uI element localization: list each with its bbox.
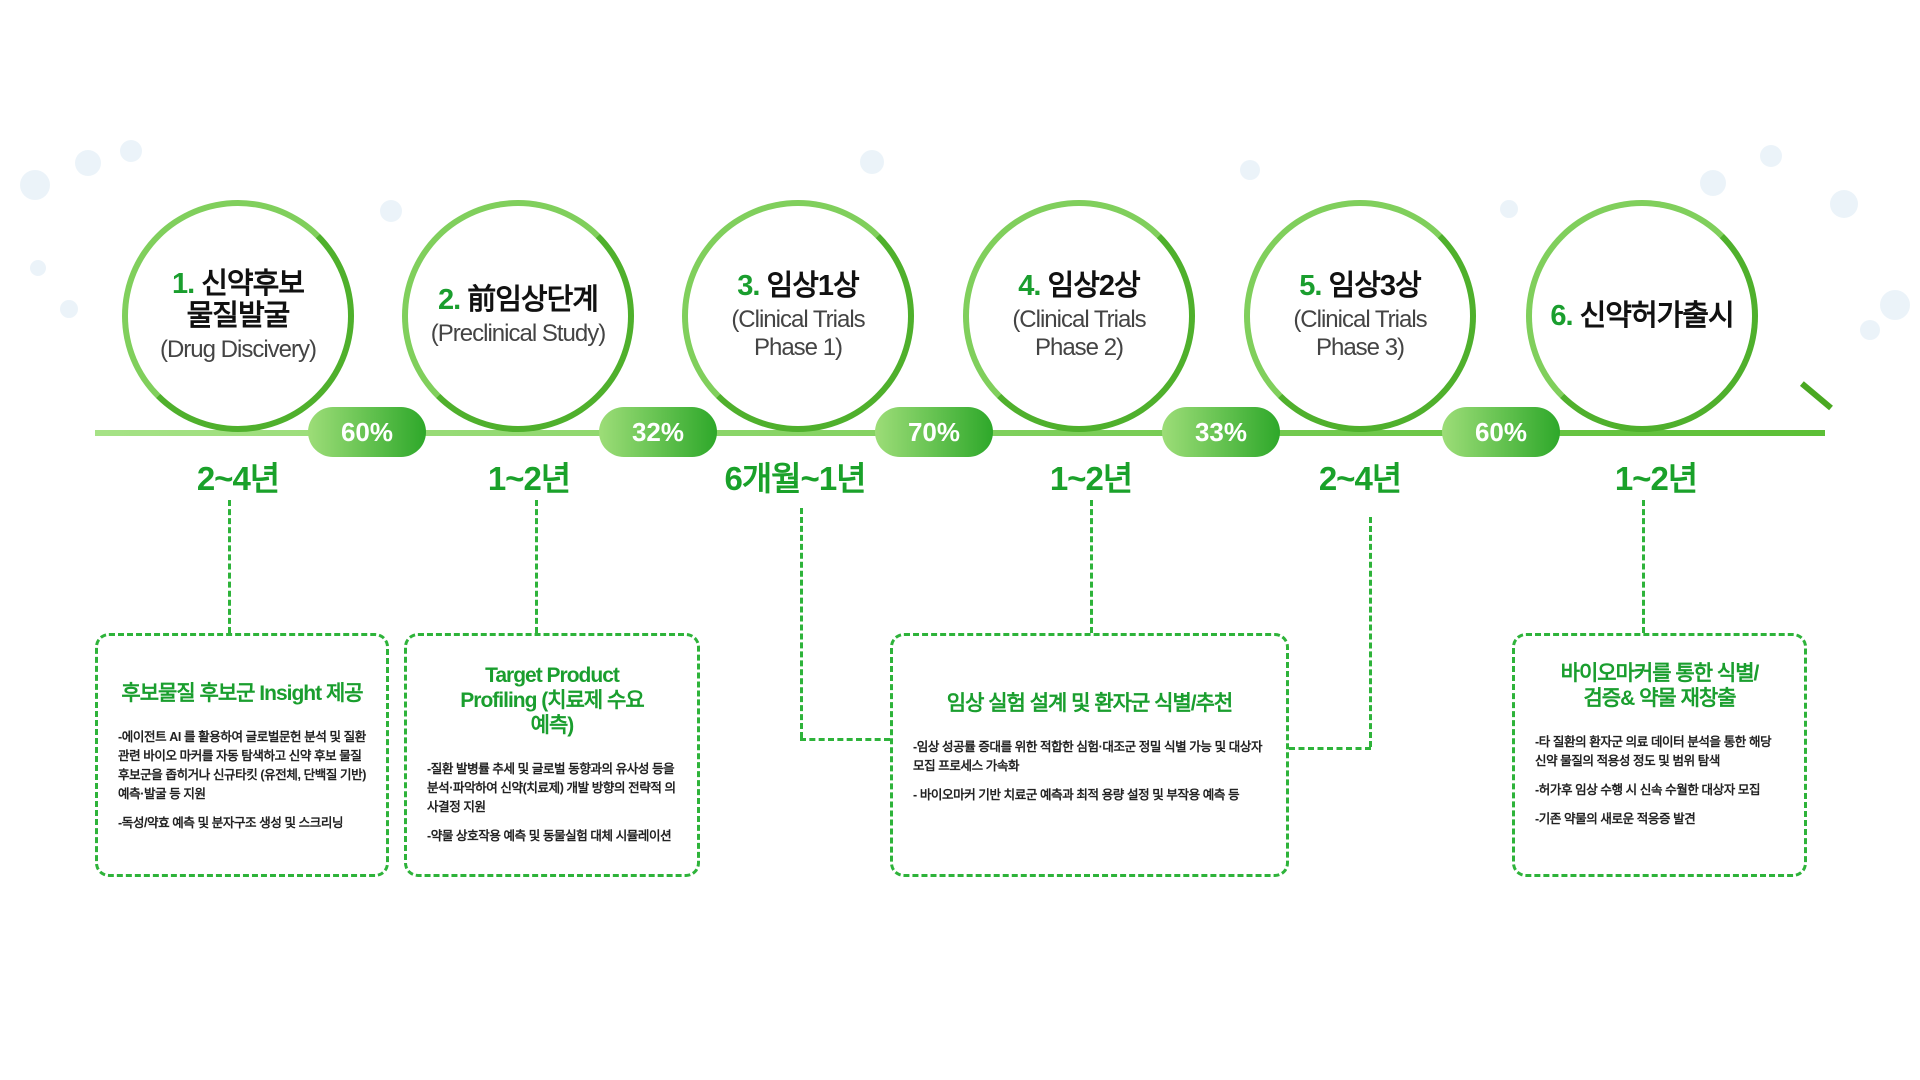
dna-dot — [30, 260, 46, 276]
box-item: -약물 상호작용 예측 및 동물실험 대체 시뮬레이션 — [427, 829, 672, 843]
dna-dot — [1760, 145, 1782, 167]
success-rate-pill: 32% — [599, 407, 717, 457]
stage-subtitle: (Preclinical Study) — [430, 320, 606, 347]
dna-dot — [1830, 190, 1858, 218]
stage-title: 6. 신약허가출시 — [1550, 300, 1735, 332]
dna-dot — [1500, 200, 1518, 218]
dashed-connector — [1642, 500, 1645, 633]
stage-name: 신약후보 물질발굴 — [186, 268, 305, 332]
stage-circle: 6. 신약허가출시 — [1526, 200, 1758, 432]
stage-name: 신약허가출시 — [1579, 300, 1735, 332]
stage-name: 임상3상 — [1328, 270, 1422, 302]
stage-title: 5. 임상3상 — [1299, 270, 1422, 302]
description-box: 임상 실험 설계 및 환자군 식별/추천 -임상 성공률 증대를 위한 적합한 심… — [890, 633, 1289, 877]
description-box: Target Product Profiling (치료제 수요 예측) -질환 … — [404, 633, 700, 877]
box-item: -타 질환의 환자군 의료 데이터 분석을 통한 해당 신약 물질의 적용성 정… — [1535, 735, 1772, 768]
dashed-connector — [800, 738, 890, 741]
stage-duration: 6개월~1년 — [724, 460, 866, 497]
dna-dot — [1860, 320, 1880, 340]
stage-title: 2. 前임상단계 — [438, 284, 599, 316]
dna-dot — [60, 300, 78, 318]
stage-duration: 1~2년 — [487, 460, 571, 497]
stage-subtitle: (Drug Discivery) — [159, 336, 317, 363]
stage-subtitle: (Clinical Trials Phase 1) — [731, 306, 865, 361]
stage-name: 前임상단계 — [467, 284, 599, 316]
dna-dot — [20, 170, 50, 200]
stage-title: 4. 임상2상 — [1018, 270, 1141, 302]
stage-circle: 2. 前임상단계 (Preclinical Study) — [402, 200, 634, 432]
box-item: - 바이오마커 기반 치료군 예측과 최적 용량 설정 및 부작용 예측 등 — [913, 788, 1240, 802]
stage-circle: 5. 임상3상 (Clinical Trials Phase 3) — [1244, 200, 1476, 432]
dashed-connector — [1289, 747, 1371, 750]
dna-dot — [1880, 290, 1910, 320]
box-title: 후보물질 후보군 Insight 제공 — [121, 682, 363, 705]
stage-number: 4. — [1018, 270, 1041, 302]
dashed-connector — [1090, 500, 1093, 633]
box-item: -허가후 임상 수행 시 신속 수월한 대상자 모집 — [1535, 783, 1761, 797]
box-title: 임상 실험 설계 및 환자군 식별/추천 — [946, 692, 1234, 715]
success-rate-pill: 33% — [1162, 407, 1280, 457]
stage-duration: 2~4년 — [196, 460, 280, 497]
stage-number: 2. — [438, 284, 461, 316]
box-item: -임상 성공률 증대를 위한 적합한 심험·대조군 정밀 식별 가능 및 대상자… — [913, 740, 1263, 773]
stage-title: 3. 임상1상 — [737, 270, 860, 302]
box-item: -기존 약물의 새로운 적응증 발견 — [1535, 812, 1696, 826]
description-box: 후보물질 후보군 Insight 제공 -에이전트 AI 를 활용하여 글로벌문헌… — [95, 633, 389, 877]
success-rate-pill: 60% — [1442, 407, 1560, 457]
stage-duration: 1~2년 — [1049, 460, 1133, 497]
box-item: -에이전트 AI 를 활용하여 글로벌문헌 분석 및 질환관련 바이오 마커를 … — [118, 730, 366, 801]
dna-dot — [380, 200, 402, 222]
stage-number: 3. — [737, 270, 760, 302]
dashed-connector — [535, 500, 538, 633]
stage-subtitle: (Clinical Trials Phase 3) — [1293, 306, 1427, 361]
stage-duration: 1~2년 — [1614, 460, 1698, 497]
box-title: Target Product Profiling (치료제 수요 예측) — [460, 664, 644, 737]
success-rate-pill: 70% — [875, 407, 993, 457]
stage-number: 6. — [1550, 300, 1573, 332]
dashed-connector — [1369, 517, 1372, 747]
stage-name: 임상2상 — [1047, 270, 1141, 302]
dashed-connector — [228, 500, 231, 633]
stage-circle: 4. 임상2상 (Clinical Trials Phase 2) — [963, 200, 1195, 432]
stage-name: 임상1상 — [766, 270, 860, 302]
stage-title: 1. 신약후보 물질발굴 — [168, 268, 308, 332]
box-item: -질환 발병률 추세 및 글로벌 동향과의 유사성 등을 분석·파악하여 신약(… — [427, 762, 676, 814]
dna-dot — [75, 150, 101, 176]
box-item: -독성/약효 예측 및 분자구조 생성 및 스크리닝 — [118, 816, 344, 830]
stage-duration: 2~4년 — [1318, 460, 1402, 497]
box-title: 바이오마커를 통한 식별/검증& 약물 재창출 — [1560, 662, 1760, 710]
stage-circle: 1. 신약후보 물질발굴 (Drug Discivery) — [122, 200, 354, 432]
dna-dot — [1240, 160, 1260, 180]
dna-dot — [120, 140, 142, 162]
description-box: 바이오마커를 통한 식별/검증& 약물 재창출 -타 질환의 환자군 의료 데이터… — [1512, 633, 1807, 877]
dna-dot — [860, 150, 884, 174]
dashed-connector — [800, 508, 803, 738]
stage-number: 1. — [172, 268, 195, 300]
stage-circle: 3. 임상1상 (Clinical Trials Phase 1) — [682, 200, 914, 432]
success-rate-pill: 60% — [308, 407, 426, 457]
dna-dot — [1700, 170, 1726, 196]
stage-number: 5. — [1299, 270, 1322, 302]
stage-subtitle: (Clinical Trials Phase 2) — [1012, 306, 1146, 361]
timeline-arrow-icon — [1799, 381, 1833, 411]
